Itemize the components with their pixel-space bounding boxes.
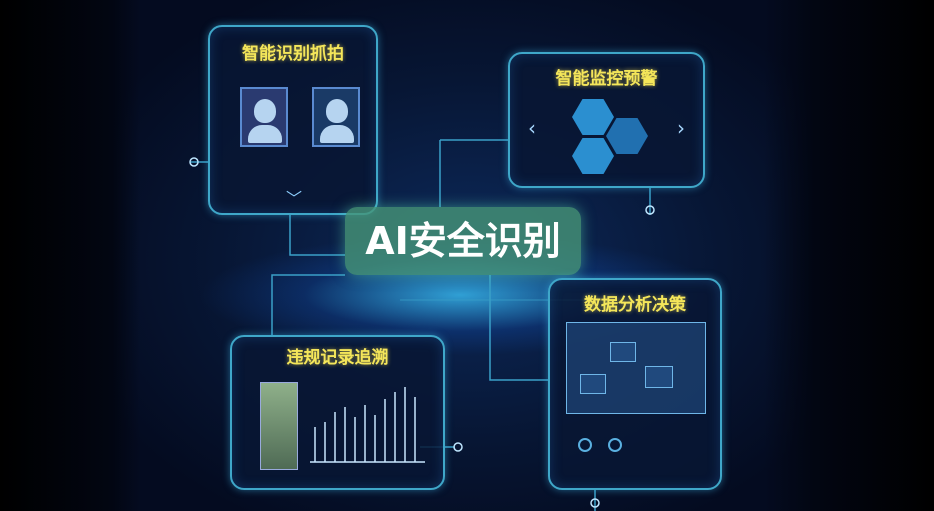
- panel-trace: 违规记录追溯: [230, 335, 445, 490]
- face-avatar-icon: [312, 87, 360, 147]
- chevron-right-icon[interactable]: ›: [677, 116, 685, 140]
- panel-monitor: 智能监控预警 ‹ ›: [508, 52, 705, 188]
- dial-icon: [578, 438, 592, 452]
- bar-graphic: [310, 387, 425, 463]
- chevron-left-icon[interactable]: ‹: [528, 116, 536, 140]
- panel-analysis: 数据分析决策: [548, 278, 722, 490]
- center-label: AI安全识别: [345, 207, 581, 275]
- key-node-icon: [645, 205, 655, 215]
- hexagon-icon: [572, 99, 614, 135]
- panel-title: 智能识别抓拍: [242, 44, 344, 64]
- face-avatar-icon: [240, 87, 288, 147]
- key-node-icon: [590, 498, 600, 508]
- chevron-down-icon: ﹀: [286, 189, 303, 208]
- computer-icon: [580, 374, 606, 394]
- panel-title: 数据分析决策: [584, 295, 686, 315]
- computer-icon: [610, 342, 636, 362]
- computer-icon: [645, 366, 673, 388]
- hexagon-icon: [572, 138, 614, 174]
- left-dark-band: [0, 0, 140, 511]
- monitor-screen: [566, 322, 706, 414]
- panel-capture: 智能识别抓拍 ﹀: [208, 25, 378, 215]
- panel-title: 智能监控预警: [555, 69, 658, 89]
- hexagon-icon: [606, 118, 648, 154]
- key-node-icon: [453, 442, 463, 452]
- right-dark-band: [764, 0, 934, 511]
- key-node-icon: [189, 157, 199, 167]
- panel-title: 违规记录追溯: [286, 348, 389, 368]
- road-photo: [260, 382, 298, 470]
- dial-icon: [608, 438, 622, 452]
